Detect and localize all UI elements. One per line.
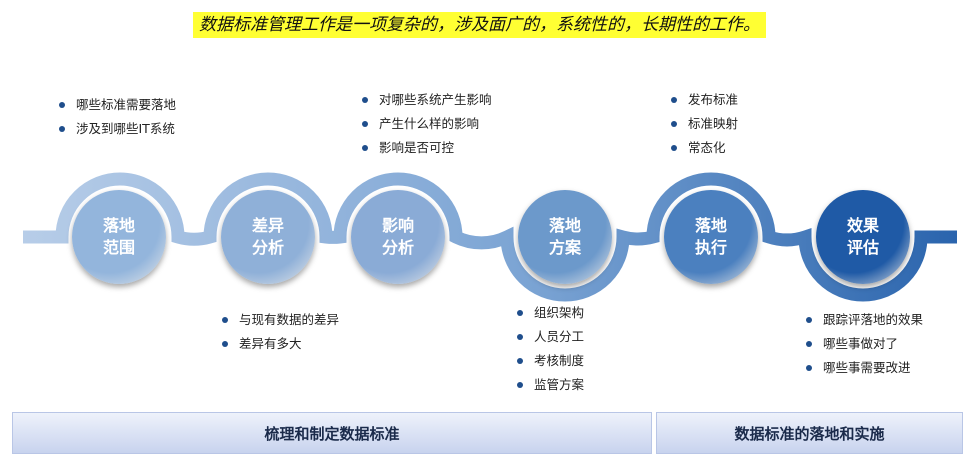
step-node-scope: 落地范围 <box>72 190 166 284</box>
note-item: 差异有多大 <box>221 332 339 356</box>
step-node-gap-analysis: 差异分析 <box>221 190 315 284</box>
phase-bar-define: 梳理和制定数据标准 <box>12 412 652 454</box>
step-label-gap-analysis: 差异分析 <box>251 216 284 257</box>
step-label-execute: 落地执行 <box>694 216 727 257</box>
step-label-impact-analysis: 影响分析 <box>381 216 414 257</box>
notes-scope: 哪些标准需要落地 涉及到哪些IT系统 <box>58 93 176 141</box>
note-item: 常态化 <box>670 136 738 160</box>
note-item: 产生什么样的影响 <box>361 112 492 136</box>
note-item: 监管方案 <box>516 373 584 397</box>
wave-band <box>23 172 957 302</box>
note-item: 涉及到哪些IT系统 <box>58 117 176 141</box>
phase-bar-implement: 数据标准的落地和实施 <box>656 412 963 454</box>
step-node-plan: 落地方案 <box>518 190 612 284</box>
notes-plan: 组织架构 人员分工 考核制度 监管方案 <box>516 301 584 397</box>
step-label-evaluate: 效果评估 <box>846 216 879 257</box>
note-item: 跟踪评落地的效果 <box>805 308 923 332</box>
step-node-execute: 落地执行 <box>664 190 758 284</box>
note-item: 哪些事需要改进 <box>805 356 923 380</box>
notes-execute: 发布标准 标准映射 常态化 <box>670 88 738 160</box>
note-item: 哪些标准需要落地 <box>58 93 176 117</box>
headline-banner: 数据标准管理工作是一项复杂的，涉及面广的，系统性的，长期性的工作。 <box>193 12 766 38</box>
note-item: 影响是否可控 <box>361 136 492 160</box>
note-item: 人员分工 <box>516 325 584 349</box>
notes-evaluate: 跟踪评落地的效果 哪些事做对了 哪些事需要改进 <box>805 308 923 380</box>
note-item: 组织架构 <box>516 301 584 325</box>
step-node-impact-analysis: 影响分析 <box>351 190 445 284</box>
step-label-plan: 落地方案 <box>548 216 581 257</box>
note-item: 哪些事做对了 <box>805 332 923 356</box>
notes-impact: 对哪些系统产生影响 产生什么样的影响 影响是否可控 <box>361 88 492 160</box>
note-item: 发布标准 <box>670 88 738 112</box>
note-item: 对哪些系统产生影响 <box>361 88 492 112</box>
note-item: 考核制度 <box>516 349 584 373</box>
note-item: 标准映射 <box>670 112 738 136</box>
step-label-scope: 落地范围 <box>102 216 135 257</box>
step-node-evaluate: 效果评估 <box>816 190 910 284</box>
notes-gap: 与现有数据的差异 差异有多大 <box>221 308 339 356</box>
note-item: 与现有数据的差异 <box>221 308 339 332</box>
